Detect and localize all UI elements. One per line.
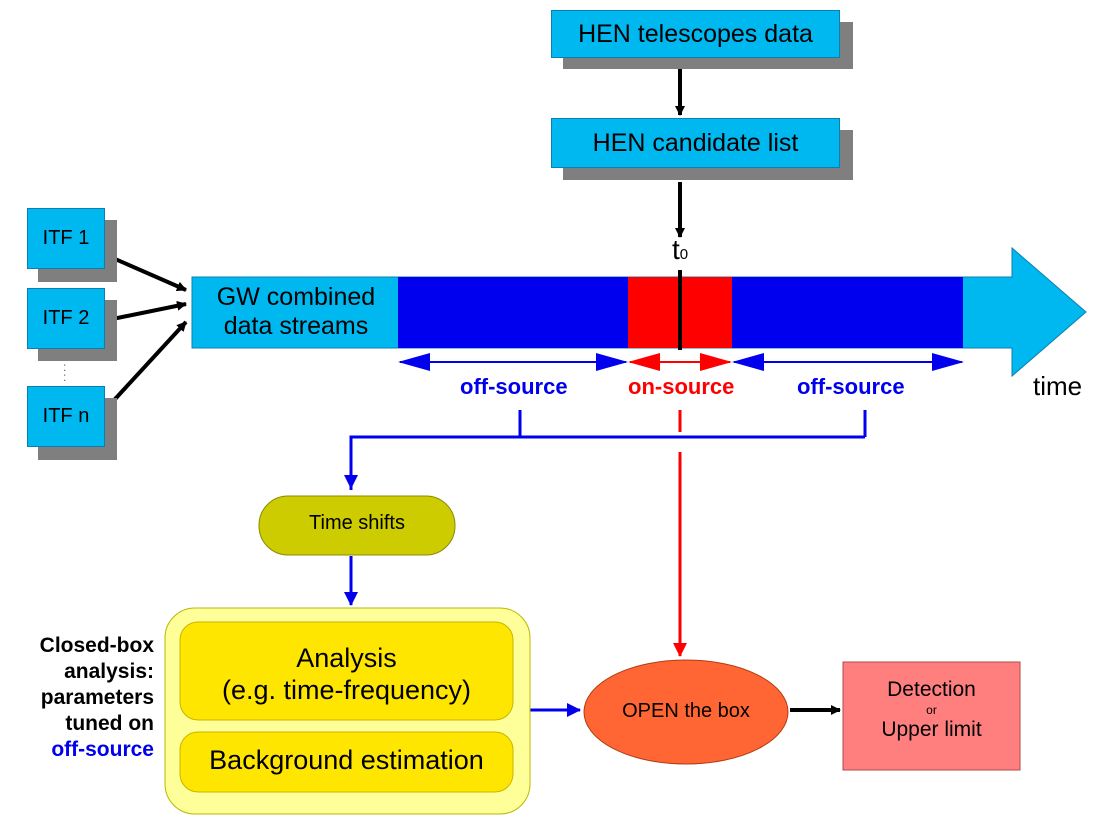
open-box-ellipse: [583, 659, 789, 765]
off-source-right-range-arrow: [732, 353, 964, 371]
off-source-segment-right: [732, 277, 963, 348]
time-label: time: [1033, 371, 1083, 401]
off-source-left-label: off-source: [460, 374, 568, 399]
itf1-label: ITF 1: [42, 227, 90, 249]
off-source-collect-path: [349, 410, 867, 490]
result-box: [842, 661, 1021, 771]
analysis-panel: [179, 621, 514, 721]
analysis-label: Analysis (e.g. time-frequency): [221, 643, 472, 705]
off-source-left-range-arrow: [398, 353, 628, 371]
result-label: Detection or Upper limit: [881, 678, 982, 741]
gw-label: GW combined data streams: [216, 283, 376, 340]
arrow-itf1: [105, 253, 187, 292]
hen-telescopes-box: HEN telescopes data: [551, 10, 840, 58]
time-shifts-pill: [258, 495, 456, 556]
time-shifts-label: Time shifts: [309, 512, 405, 534]
off-source-segment-left: [398, 277, 628, 348]
itf2-box: ITF 2: [27, 288, 105, 349]
hen-candidate-box: HEN candidate list: [551, 118, 840, 168]
itfn-label: ITF n: [42, 405, 90, 427]
background-panel: [179, 731, 514, 793]
hen-telescopes-label: HEN telescopes data: [578, 19, 813, 48]
background-label: Background estimation: [209, 745, 484, 775]
itf1-box: ITF 1: [27, 208, 105, 269]
itf2-label: ITF 2: [42, 307, 90, 329]
itfn-box: ITF n: [27, 386, 105, 447]
itf-ellipsis: ::: [63, 360, 67, 384]
open-box-label: OPEN the box: [622, 700, 750, 722]
on-source-label: on-source: [628, 374, 735, 399]
hen-candidate-label: HEN candidate list: [592, 128, 799, 157]
t0-label: t0: [672, 234, 689, 265]
on-source-range-arrow: [628, 353, 732, 371]
off-source-right-label: off-source: [797, 374, 905, 399]
closed-box-caption: Closed-box analysis: parameters tuned on…: [39, 634, 154, 761]
